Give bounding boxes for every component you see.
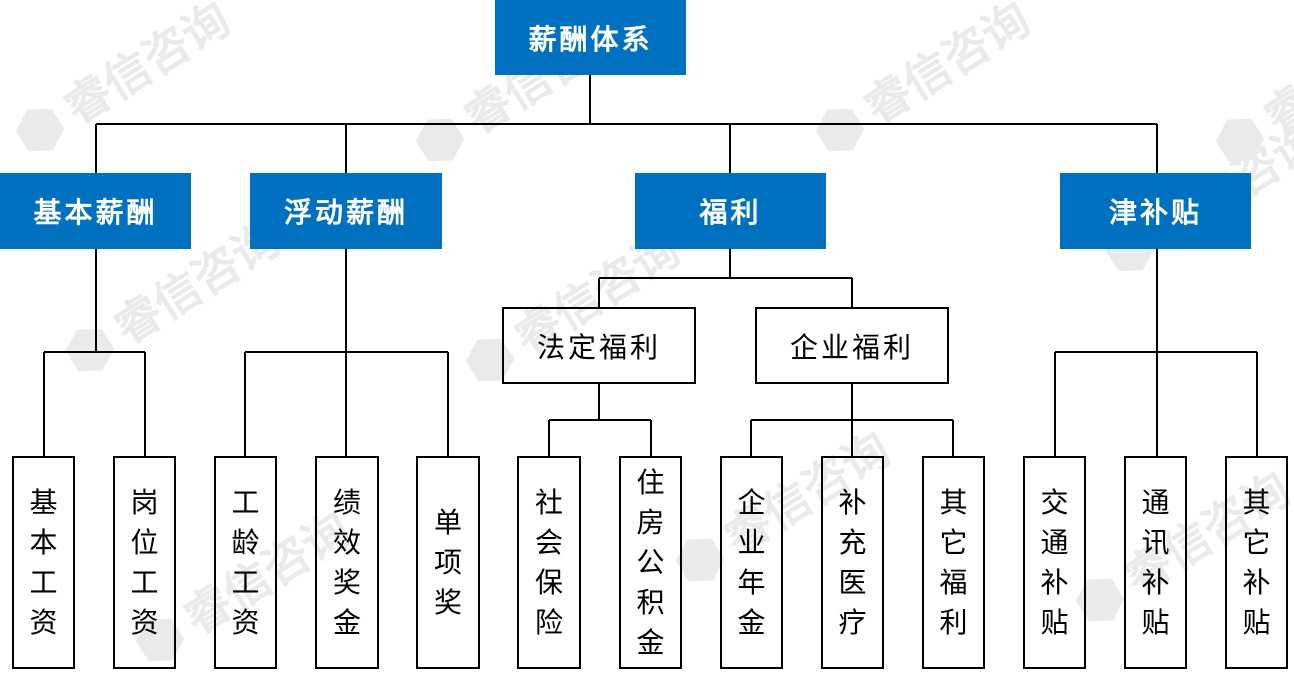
leaf-label: 其它福利 — [939, 485, 968, 639]
leaf-label: 绩效奖金 — [332, 485, 361, 639]
leaf-other-allowances: 其它补贴 — [1225, 456, 1288, 669]
watermark-logo-icon — [815, 108, 865, 152]
watermark: 睿信咨询 — [815, 0, 1040, 152]
leaf-label: 通讯补贴 — [1141, 485, 1170, 639]
category-label: 基本薪酬 — [33, 196, 158, 229]
watermark-logo-icon — [135, 618, 185, 662]
leaf-social-insurance: 社会保险 — [517, 456, 581, 669]
leaf-communication-allowance: 通讯补贴 — [1124, 456, 1187, 669]
category-label: 浮动薪酬 — [283, 196, 408, 229]
leaf-label: 企业年金 — [737, 485, 766, 639]
root-node: 薪酬体系 — [495, 0, 686, 75]
leaf-label: 其它补贴 — [1242, 485, 1271, 639]
leaf-supplementary-medical: 补充医疗 — [821, 456, 884, 669]
leaf-label: 单项奖 — [433, 505, 462, 619]
leaf-position-salary: 岗位工资 — [113, 456, 176, 669]
leaf-basic-salary: 基本工资 — [12, 456, 75, 669]
leaf-special-award: 单项奖 — [416, 456, 480, 669]
subgroup-enterprise-benefits: 企业福利 — [755, 307, 949, 384]
leaf-other-benefits: 其它福利 — [922, 456, 985, 669]
leaf-housing-fund: 住房公积金 — [619, 456, 682, 669]
watermark-logo-icon — [1215, 118, 1265, 162]
watermark-text: 睿信咨询 — [1255, 2, 1294, 145]
category-benefits: 福利 — [635, 173, 826, 249]
category-allowances: 津补贴 — [1060, 173, 1251, 249]
category-label: 福利 — [699, 196, 762, 229]
leaf-seniority-pay: 工龄工资 — [214, 456, 277, 669]
leaf-label: 交通补贴 — [1040, 485, 1069, 639]
category-variable-pay: 浮动薪酬 — [250, 173, 442, 249]
leaf-enterprise-annuity: 企业年金 — [720, 456, 783, 669]
watermark-logo-icon — [675, 538, 725, 582]
leaf-label: 基本工资 — [29, 485, 58, 639]
subgroup-statutory-benefits: 法定福利 — [502, 307, 696, 384]
watermark-logo-icon — [65, 328, 115, 372]
leaf-label: 住房公积金 — [636, 465, 665, 659]
connector-lines — [43, 75, 1258, 456]
leaf-label: 工龄工资 — [231, 485, 260, 639]
watermark: 睿信咨询 — [15, 0, 240, 152]
leaf-label: 社会保险 — [534, 485, 563, 639]
leaf-transport-allowance: 交通补贴 — [1023, 456, 1086, 669]
watermark-text: 睿信咨询 — [855, 0, 1040, 135]
root-label: 薪酬体系 — [528, 22, 653, 56]
leaf-label: 岗位工资 — [130, 485, 159, 639]
category-label: 津补贴 — [1108, 196, 1202, 229]
leaf-performance-bonus: 绩效奖金 — [315, 456, 379, 669]
leaf-label: 补充医疗 — [838, 485, 867, 639]
watermark-logo-icon — [1075, 578, 1125, 622]
watermark-logo-icon — [415, 118, 465, 162]
subgroup-label: 企业福利 — [789, 330, 914, 364]
watermark-logo-icon — [15, 108, 65, 152]
watermark-text: 睿信咨询 — [55, 0, 240, 135]
category-basic-pay: 基本薪酬 — [0, 173, 191, 249]
subgroup-label: 法定福利 — [536, 330, 661, 364]
